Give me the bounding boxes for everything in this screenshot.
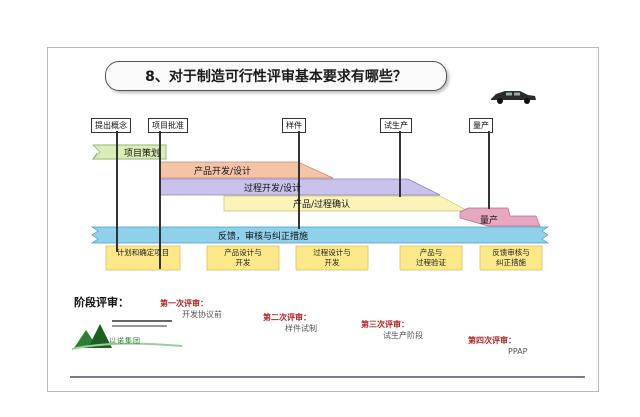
bar-feedback xyxy=(90,226,550,244)
flow-diagram xyxy=(90,144,550,271)
review-3: 第三次评审： 试生产阶段 xyxy=(361,319,423,341)
milestone-pole xyxy=(298,131,300,229)
output-label-3: 过程设计与 开发 xyxy=(297,248,367,268)
output-box-2 xyxy=(206,245,280,271)
milestone-prototype: 样件 xyxy=(282,118,306,133)
review-2: 第二次评审： 样件试制 xyxy=(263,312,317,334)
output-label-5-line2: 纠正措施 xyxy=(496,258,526,267)
bar-mass-production xyxy=(459,207,541,227)
output-label-5-line1: 反馈审核与 xyxy=(492,248,530,257)
output-label-3-line2: 开发 xyxy=(324,258,340,267)
milestone-project-approval: 项目批准 xyxy=(148,118,188,133)
output-box-5 xyxy=(479,245,543,271)
review-3-sub: 试生产阶段 xyxy=(383,331,423,340)
bottom-divider xyxy=(70,376,585,378)
output-label-2-line2: 开发 xyxy=(235,258,251,267)
bar-project-planning-arrow xyxy=(92,144,167,160)
stage-review-title: 阶段评审： xyxy=(74,296,129,309)
output-label-2-line1: 产品设计与 xyxy=(224,248,262,257)
milestone-pole xyxy=(159,131,161,269)
output-label-4-line2: 过程验证 xyxy=(416,258,446,267)
label-process-dev: 过程开发/设计 xyxy=(244,184,302,194)
milestone-pilot-production: 试生产 xyxy=(380,118,412,133)
label-mass-production: 量产 xyxy=(480,216,499,226)
slide-title: 8、对于制造可行性评审基本要求有哪些？ xyxy=(105,61,447,91)
label-feedback: 反馈，审核与纠正措施 xyxy=(218,232,309,242)
review-2-sub: 样件试制 xyxy=(285,324,317,333)
review-4-sub: PPAP xyxy=(508,347,528,356)
output-box-3 xyxy=(295,245,369,271)
output-label-1-line1: 计划和确定项目 xyxy=(116,248,170,257)
output-label-1: 计划和确定项目 xyxy=(108,248,178,258)
review-1-title: 第一次评审： xyxy=(160,299,208,308)
review-2-title: 第二次评审： xyxy=(263,313,311,322)
label-product-dev: 产品开发/设计 xyxy=(194,167,252,177)
review-3-title: 第三次评审： xyxy=(361,320,409,329)
output-label-2: 产品设计与 开发 xyxy=(208,248,278,268)
car-icon xyxy=(491,91,536,104)
output-box-1 xyxy=(105,245,181,271)
review-1-sub: 开发协议前 xyxy=(182,310,222,319)
output-label-3-line1: 过程设计与 xyxy=(313,248,351,257)
milestone-concept: 提出概念 xyxy=(91,118,131,133)
output-box-4 xyxy=(399,245,463,271)
label-product-process-validation: 产品/过程确认 xyxy=(293,200,351,210)
company-logo-text: 以诺集团 xyxy=(109,337,141,345)
output-label-4-line1: 产品与 xyxy=(419,248,443,257)
milestone-pole xyxy=(488,131,490,209)
review-4-title: 第四次评审： xyxy=(468,336,516,345)
logo-graphic xyxy=(72,320,182,350)
label-project-planning: 项目策划 xyxy=(124,149,161,159)
milestone-pole xyxy=(116,131,118,252)
slide: 8、对于制造可行性评审基本要求有哪些？ 提出概念 项目批准 样件 试生产 量产 xyxy=(47,47,599,392)
review-1: 第一次评审： 开发协议前 xyxy=(160,298,222,320)
output-label-5: 反馈审核与 纠正措施 xyxy=(476,248,546,268)
milestone-pole xyxy=(399,131,401,197)
review-4: 第四次评审： PPAP xyxy=(468,335,527,357)
milestone-mass-production: 量产 xyxy=(469,118,493,133)
output-label-4: 产品与 过程验证 xyxy=(396,248,466,268)
